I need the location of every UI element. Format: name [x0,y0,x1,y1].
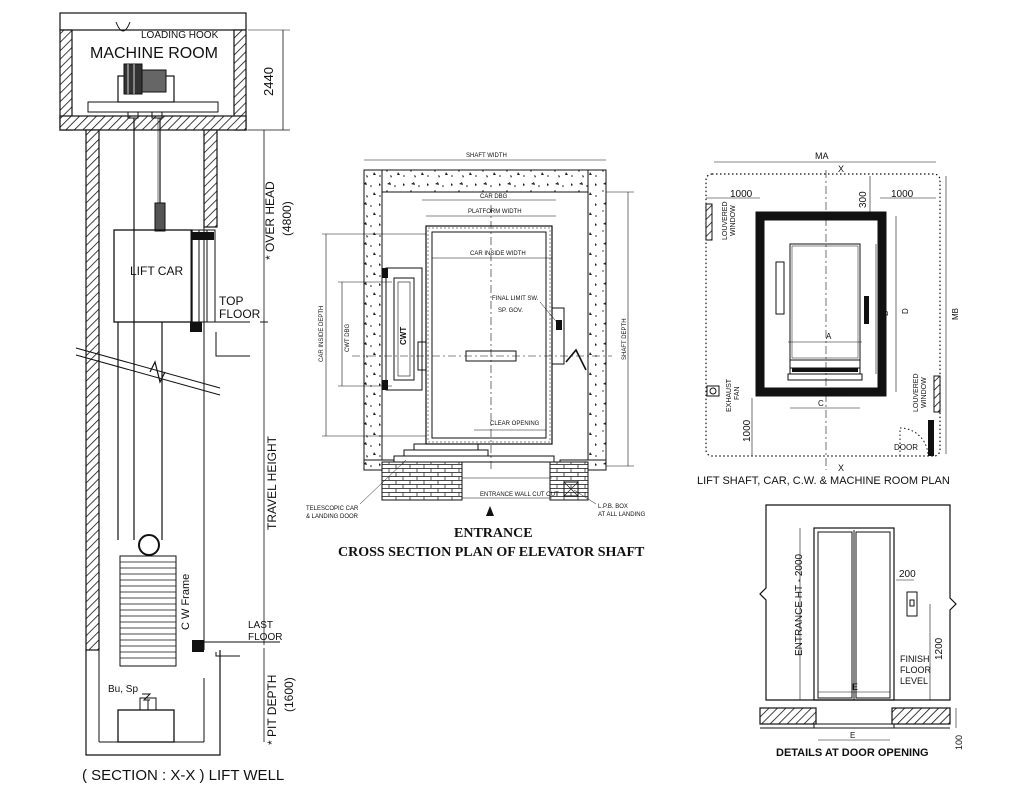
sheave-icon [138,534,160,556]
platform-width-label: PLATFORM WIDTH [468,209,522,215]
door-opening-detail: ENTRANCE HT - 2000 E 200 1200 FINISH FLO… [759,504,964,759]
lift-car-label: LIFT CAR [130,264,183,278]
dim-100: 100 [954,735,964,750]
dim-a: A [826,332,832,341]
louvered-window-left-1: LOUVERED [722,201,729,240]
cw-frame-label: C W Frame [180,574,192,630]
louvered-window-right-1: LOUVERED [913,373,920,412]
machine-room-plan: MA X A B D MB E C 1000 1000 300 LOUVERED [697,151,960,487]
shaft-plan-caption: CROSS SECTION PLAN OF ELEVATOR SHAFT [338,545,645,560]
dim-mb: MB [951,308,960,320]
dim-c: C [818,399,824,408]
x-bottom-label: X [838,463,844,473]
finish-floor-label-1: FINISH [900,654,930,664]
dim-d: D [901,308,910,314]
dim-e: E [818,387,823,396]
door-swing-icon [899,427,929,457]
finish-floor-label-3: LEVEL [900,676,928,686]
last-floor-label-1: LAST [248,620,273,631]
shaft-depth-label: SHAFT DEPTH [622,318,628,360]
shaft-width-label: SHAFT WIDTH [466,153,507,159]
entrance-wall-cut-out-label: ENTRANCE WALL CUT OUT [480,492,559,498]
entrance-arrow-icon [486,506,494,516]
dim-1000-left: 1000 [730,189,753,200]
dim-1000-bottom: 1000 [742,419,753,442]
dim-e-plan: E [850,731,855,740]
louvered-window-left-2: WINDOW [730,205,737,236]
exhaust-fan-icon [706,385,720,397]
top-floor-label-2: FLOOR [219,307,261,321]
lpb-box-icon [906,591,918,617]
car-inside-width-label: CAR INSIDE WIDTH [470,251,526,257]
cwt-dbg-label: CWT DBG [345,323,351,352]
machine-room-height-dim: 2440 [261,67,276,96]
dim-200: 200 [899,569,916,580]
ma-label: MA [815,151,829,161]
door-label: DOOR [894,443,918,452]
dim-1000-right: 1000 [891,189,914,200]
exhaust-fan-label-1: EXHAUST [726,378,733,412]
over-head-value: (4800) [280,201,294,236]
car-inside-depth-label: CAR INSIDE DEPTH [319,306,325,362]
loading-hook-label: LOADING HOOK [141,30,219,41]
buffer-label: Bu, Sp [108,684,138,695]
clear-opening-label: CLEAR OPENING [490,421,540,427]
section-caption: ( SECTION : X-X ) LIFT WELL [82,767,284,784]
telescopic-label-2: & LANDING DOOR [306,514,359,520]
exhaust-fan-label-2: FAN [734,386,741,400]
lpb-box-label-2: AT ALL LANDING [598,512,646,518]
shaft-cross-section-plan: SHAFT WIDTH CAR DBG PLATFORM WIDTH CAR I… [306,153,646,560]
lift-car [113,229,193,323]
door-detail-caption: DETAILS AT DOOR OPENING [776,747,929,759]
machine-room-label: MACHINE ROOM [90,45,218,62]
dim-1200: 1200 [934,637,945,660]
finish-floor-label-2: FLOOR [900,665,932,675]
cwt-label: CWT [399,327,408,345]
top-floor-label-1: TOP [219,294,243,308]
sp-gov-label: SP. GOV. [498,308,523,314]
over-head-label: * OVER HEAD [263,181,277,260]
dim-e-elevation: E [852,682,858,692]
louvered-window-right-2: WINDOW [921,377,928,408]
machine-plan-caption: LIFT SHAFT, CAR, C.W. & MACHINE ROOM PLA… [697,475,950,487]
loading-hook-icon [115,21,131,32]
x-top-label: X [838,164,844,174]
pit-depth-label: * PIT DEPTH [265,675,279,745]
entrance-height-label: ENTRANCE HT - 2000 [794,553,805,656]
pit-depth-value: (1600) [282,677,296,712]
counterweight-frame [119,555,177,667]
entrance-label: ENTRANCE [454,526,533,541]
telescopic-label-1: TELESCOPIC CAR [306,506,359,512]
dim-300: 300 [858,191,869,208]
car-dbg-label: CAR DBG [480,194,508,200]
lpb-box-label-1: L.P.B. BOX [598,504,628,510]
travel-height-label: TRAVEL HEIGHT [265,435,279,530]
last-floor-label-2: FLOOR [248,632,282,643]
dim-b: B [881,311,890,316]
final-limit-label: FINAL LIMIT SW. [492,296,539,302]
traction-machine-icon [117,63,175,103]
section-lift-well: LOADING HOOK MACHINE ROOM 2440 LIFT CAR [59,12,296,784]
